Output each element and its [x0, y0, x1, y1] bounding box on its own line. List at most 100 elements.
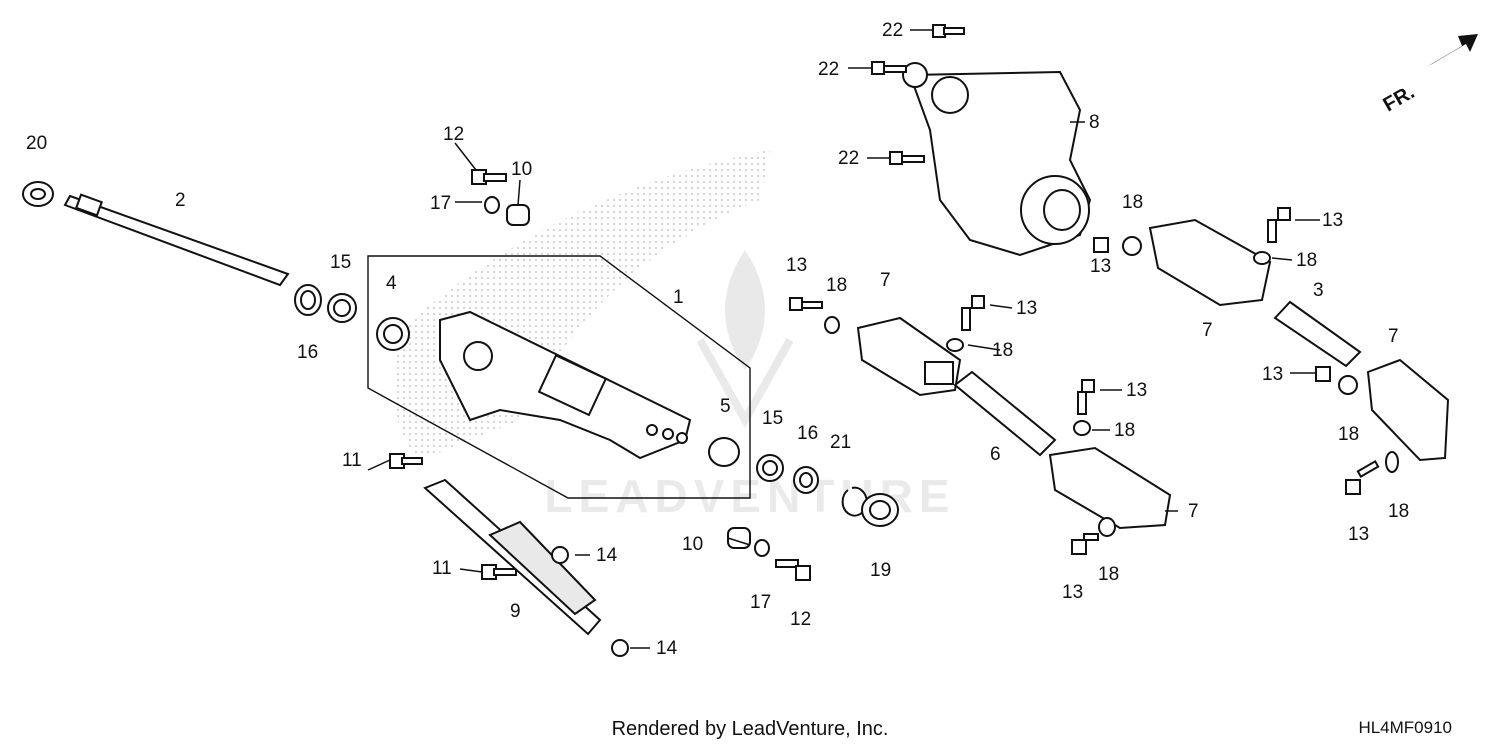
- part-20-washer[interactable]: [22, 181, 54, 207]
- callout-18b: 18: [992, 340, 1013, 361]
- callout-18c: 18: [1114, 420, 1135, 441]
- part-13-bolt-d[interactable]: [1071, 533, 1099, 555]
- front-arrow-icon: [1428, 34, 1478, 66]
- part-15-ring-lower[interactable]: [756, 454, 784, 482]
- callout-16: 16: [297, 342, 318, 363]
- part-15-ring[interactable]: [327, 293, 357, 323]
- watermark-logo: [696, 250, 794, 429]
- part-7-joint-c[interactable]: [1148, 218, 1272, 307]
- callout-6: 6: [990, 444, 1001, 465]
- callout-4: 4: [386, 273, 397, 294]
- part-18-nut-h[interactable]: [1385, 451, 1399, 473]
- part-13-bolt-c[interactable]: [1077, 379, 1095, 415]
- callout-13e: 13: [1090, 256, 1111, 277]
- part-22-bolt-c[interactable]: [889, 151, 925, 165]
- part-17-washer-top[interactable]: [484, 196, 500, 214]
- callout-19: 19: [870, 560, 891, 581]
- part-18-nut-f[interactable]: [1253, 251, 1271, 265]
- footer-credit: Rendered by LeadVenture, Inc.: [611, 718, 889, 740]
- part-21-circlip[interactable]: [841, 486, 868, 517]
- part-18-nut-b[interactable]: [946, 338, 964, 352]
- part-16-ring[interactable]: [294, 284, 322, 316]
- part-13-bolt-b[interactable]: [961, 295, 985, 331]
- callout-17: 17: [430, 193, 451, 214]
- callout-13h: 13: [1348, 524, 1369, 545]
- front-indicator-label: FR.: [1380, 81, 1419, 116]
- callout-10: 10: [511, 159, 532, 180]
- diagram-code: HL4MF0910: [1358, 718, 1452, 737]
- part-18-nut-c[interactable]: [1073, 420, 1091, 436]
- callout-18h: 18: [1388, 501, 1409, 522]
- callout-13d: 13: [1062, 582, 1083, 603]
- leader-lines: [367, 29, 1320, 649]
- part-17-washer-lower[interactable]: [754, 539, 770, 557]
- callout-5: 5: [720, 396, 731, 417]
- part-5-bushing[interactable]: [708, 437, 740, 467]
- part-9-steering-damper[interactable]: [423, 478, 602, 636]
- callout-18d: 18: [1098, 564, 1119, 585]
- part-13-bolt-h[interactable]: [1345, 460, 1380, 495]
- callout-13g: 13: [1262, 364, 1283, 385]
- callout-9: 9: [510, 601, 521, 622]
- callout-11b: 11: [432, 558, 452, 579]
- part-18-nut-d[interactable]: [1098, 517, 1116, 537]
- assembly-outline: [367, 255, 751, 499]
- callout-22b: 22: [818, 59, 839, 80]
- part-4-bushing[interactable]: [376, 317, 410, 351]
- part-7-joint-b[interactable]: [1048, 446, 1172, 530]
- callout-13b: 13: [1016, 298, 1037, 319]
- part-10-collar-lower[interactable]: [727, 527, 751, 549]
- callout-10b: 10: [682, 534, 703, 555]
- part-10-collar-top[interactable]: [506, 204, 530, 226]
- callout-15: 15: [330, 252, 351, 273]
- callout-18a: 18: [826, 275, 847, 296]
- callout-14: 14: [596, 545, 618, 566]
- part-2-shaft[interactable]: [63, 193, 290, 287]
- callout-18e: 18: [1122, 192, 1143, 213]
- callout-17b: 17: [750, 592, 771, 613]
- part-18-nut-e[interactable]: [1122, 236, 1142, 256]
- part-14-nut-upper[interactable]: [551, 546, 569, 564]
- callout-22c: 22: [838, 148, 859, 169]
- part-13-bolt-e[interactable]: [1093, 237, 1109, 253]
- callout-21: 21: [830, 432, 851, 453]
- part-7-joint-a[interactable]: [856, 316, 962, 397]
- part-14-nut-lower[interactable]: [611, 639, 629, 657]
- part-11-bolt-upper[interactable]: [389, 453, 423, 469]
- callout-labels: 20 2 12 10 17 15 16 4 1 5 15 16 21 19 10…: [26, 20, 1409, 659]
- callout-8: 8: [1089, 112, 1100, 133]
- callout-18g: 18: [1338, 424, 1359, 445]
- callout-7c: 7: [1202, 320, 1213, 341]
- callout-11: 11: [342, 450, 362, 471]
- callout-13f: 13: [1322, 210, 1343, 231]
- part-13-bolt-f[interactable]: [1267, 207, 1291, 243]
- part-6-shaft[interactable]: [953, 370, 1057, 457]
- part-13-bolt-a[interactable]: [789, 297, 823, 311]
- part-19-boot[interactable]: [861, 493, 899, 527]
- part-8-eps-unit[interactable]: [902, 62, 1092, 257]
- part-3-shaft[interactable]: [1273, 300, 1362, 368]
- part-12-bolt-top[interactable]: [471, 169, 507, 185]
- callout-22a: 22: [882, 20, 903, 41]
- callout-12: 12: [443, 124, 464, 145]
- callout-7a: 7: [880, 270, 891, 291]
- part-16-ring-lower[interactable]: [793, 466, 819, 494]
- part-18-nut-a[interactable]: [824, 316, 840, 334]
- callout-16b: 16: [797, 423, 818, 444]
- callout-20: 20: [26, 133, 47, 154]
- callout-7d: 7: [1388, 326, 1399, 347]
- part-1-column-housing[interactable]: [439, 310, 692, 460]
- part-11-bolt-lower[interactable]: [481, 564, 517, 580]
- part-7-joint-d[interactable]: [1366, 358, 1450, 462]
- callout-1: 1: [673, 287, 684, 308]
- part-18-nut-g[interactable]: [1338, 375, 1358, 395]
- callout-14b: 14: [656, 638, 678, 659]
- part-22-bolt-a[interactable]: [932, 24, 965, 38]
- part-12-bolt-lower[interactable]: [775, 559, 811, 581]
- part-13-bolt-g[interactable]: [1315, 366, 1331, 382]
- callout-13c: 13: [1126, 380, 1147, 401]
- part-22-bolt-b[interactable]: [871, 61, 907, 75]
- callout-15b: 15: [762, 408, 783, 429]
- callout-12b: 12: [790, 609, 811, 630]
